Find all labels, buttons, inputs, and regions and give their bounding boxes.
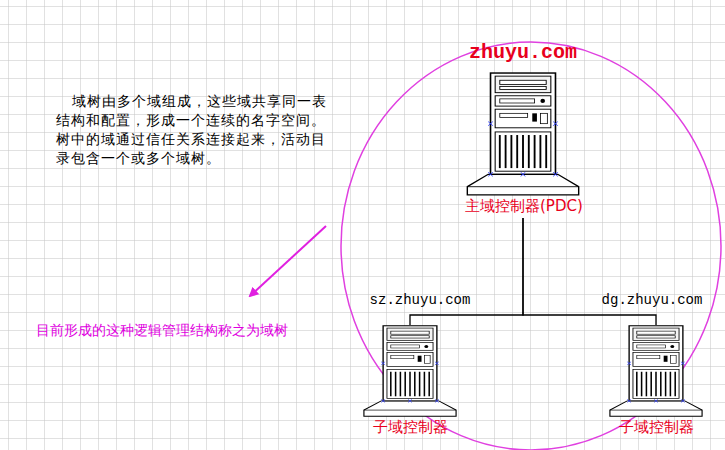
domain-name: zhuyu.com xyxy=(469,42,577,64)
tree-connector xyxy=(523,218,656,325)
controller-label: 子域控制器 xyxy=(608,417,704,437)
domain-name: sz.zhuyu.com xyxy=(370,289,471,311)
domain-tree-ellipse xyxy=(341,42,721,450)
controller-label: 子域控制器 xyxy=(362,417,458,437)
description-note: 域树由多个域组成，这些域共享同一表结构和配置，形成一个连续的名字空间。树中的域通… xyxy=(56,92,332,168)
domain-name: dg.zhuyu.com xyxy=(602,289,703,311)
controller-label: 主域控制器(PDC) xyxy=(465,196,581,216)
tree-connector xyxy=(410,218,523,325)
server-node: dg.zhuyu.com子域控制器 xyxy=(608,325,704,437)
server-icon xyxy=(608,325,704,417)
leader-arrow xyxy=(250,226,326,296)
server-node: zhuyu.com主域控制器(PDC) xyxy=(465,72,581,216)
callout-note: 目前形成的这种逻辑管理结构称之为域树 xyxy=(36,321,336,339)
server-icon xyxy=(465,72,581,196)
server-node: sz.zhuyu.com子域控制器 xyxy=(362,325,458,437)
server-icon xyxy=(362,325,458,417)
